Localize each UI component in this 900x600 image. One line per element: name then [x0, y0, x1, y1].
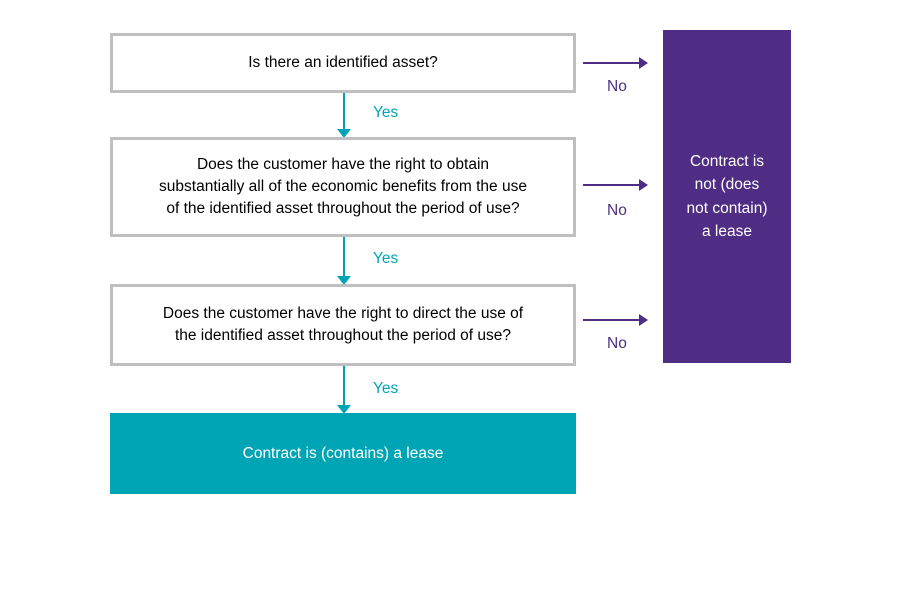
arrow-line: [583, 184, 640, 186]
decision-box-economic-benefits-label: Does the customer have the right to obta…: [159, 156, 527, 217]
decision-box-direct-use[interactable]: Does the customer have the right to dire…: [110, 284, 576, 366]
edge-label-yes-2: Yes: [373, 250, 399, 267]
arrow-head: [337, 129, 351, 138]
edge-label-no-2: No: [607, 202, 627, 219]
edge-label-no-1: No: [607, 78, 627, 95]
arrow-head: [639, 314, 648, 326]
arrow-yes-q2-to-q3: [332, 237, 358, 285]
decision-box-identified-asset-label: Is there an identified asset?: [248, 54, 438, 71]
arrow-line: [583, 62, 640, 64]
arrow-head: [337, 276, 351, 285]
edge-label-yes-3: Yes: [373, 380, 399, 397]
arrow-no-q2-to-not-lease: [583, 177, 649, 193]
arrow-head: [639, 57, 648, 69]
arrow-line: [343, 93, 345, 129]
arrow-yes-q1-to-q2: [332, 93, 358, 138]
decision-box-economic-benefits[interactable]: Does the customer have the right to obta…: [110, 137, 576, 237]
outcome-box-not-lease-label: Contract is not (does not contain) a lea…: [686, 153, 768, 240]
arrow-yes-q3-to-lease: [332, 366, 358, 414]
decision-box-direct-use-label: Does the customer have the right to dire…: [162, 305, 524, 344]
decision-box-identified-asset[interactable]: Is there an identified asset?: [110, 33, 576, 93]
outcome-box-is-lease[interactable]: Contract is (contains) a lease: [110, 413, 576, 494]
arrow-no-q3-to-not-lease: [583, 312, 649, 328]
arrow-no-q1-to-not-lease: [583, 55, 649, 71]
arrow-line: [343, 366, 345, 405]
arrow-line: [583, 319, 640, 321]
outcome-box-not-lease[interactable]: Contract is not (does not contain) a lea…: [663, 30, 791, 363]
arrow-line: [343, 237, 345, 276]
edge-label-yes-1: Yes: [373, 104, 399, 121]
outcome-box-is-lease-label: Contract is (contains) a lease: [242, 444, 444, 462]
arrow-head: [639, 179, 648, 191]
edge-label-no-3: No: [607, 335, 627, 352]
arrow-head: [337, 405, 351, 414]
